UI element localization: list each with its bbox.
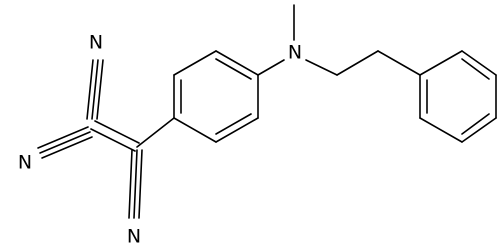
nitrile-left: N <box>18 126 93 174</box>
phenyl-ring <box>419 50 497 143</box>
nitrile-bottom-bond-2 <box>133 149 138 219</box>
nitrile-bottom-bond-3 <box>138 149 143 219</box>
nitrile-bottom-bond-1 <box>128 149 133 219</box>
vinyl-double-bond <box>90 120 140 152</box>
nitrile-top-bond-1 <box>86 59 94 120</box>
atom-label-n-top: N <box>89 32 103 54</box>
ring1-bond-c <box>215 50 259 76</box>
atom-label-n-left: N <box>18 152 32 174</box>
ring2-bond-e <box>419 117 463 143</box>
ring2-inner-1 <box>461 58 490 80</box>
ring1-inner-3 <box>215 113 252 135</box>
ring1-bond-e <box>215 117 259 143</box>
nitrile-top-bond-3 <box>96 59 104 120</box>
nitrile-top-bond-2 <box>91 59 99 120</box>
ring1-bond-f <box>173 117 217 143</box>
vinyl-to-ring-bond <box>136 117 175 148</box>
ch2-to-phenyl-bond <box>377 50 421 76</box>
phenylene-ring <box>173 50 259 143</box>
atom-label-n-amine: N <box>288 42 302 64</box>
ring2-bond-b <box>461 50 497 76</box>
atom-label-n-bottom: N <box>127 226 141 248</box>
amine-group: N <box>288 4 421 76</box>
vinyl-bond-inner <box>94 120 140 144</box>
nitrile-left-bond-1 <box>37 126 89 149</box>
ring2-bond-d <box>461 117 497 143</box>
ring2-bond-a <box>419 50 463 76</box>
nitrile-left-bond-3 <box>41 136 93 159</box>
nitrile-left-bond-2 <box>39 131 91 154</box>
n-to-ch2-bond <box>305 59 338 76</box>
vinyl-bond-outer <box>90 128 136 152</box>
nitrile-bottom: N <box>127 149 143 248</box>
ring1-bond-b <box>173 50 217 76</box>
ring2-inner-2 <box>461 113 490 135</box>
ring1-inner-2 <box>215 58 252 80</box>
ring-to-amine-bond <box>257 59 285 76</box>
ch2-to-ch2-bond <box>336 50 379 76</box>
nitrile-top: N <box>86 32 104 120</box>
